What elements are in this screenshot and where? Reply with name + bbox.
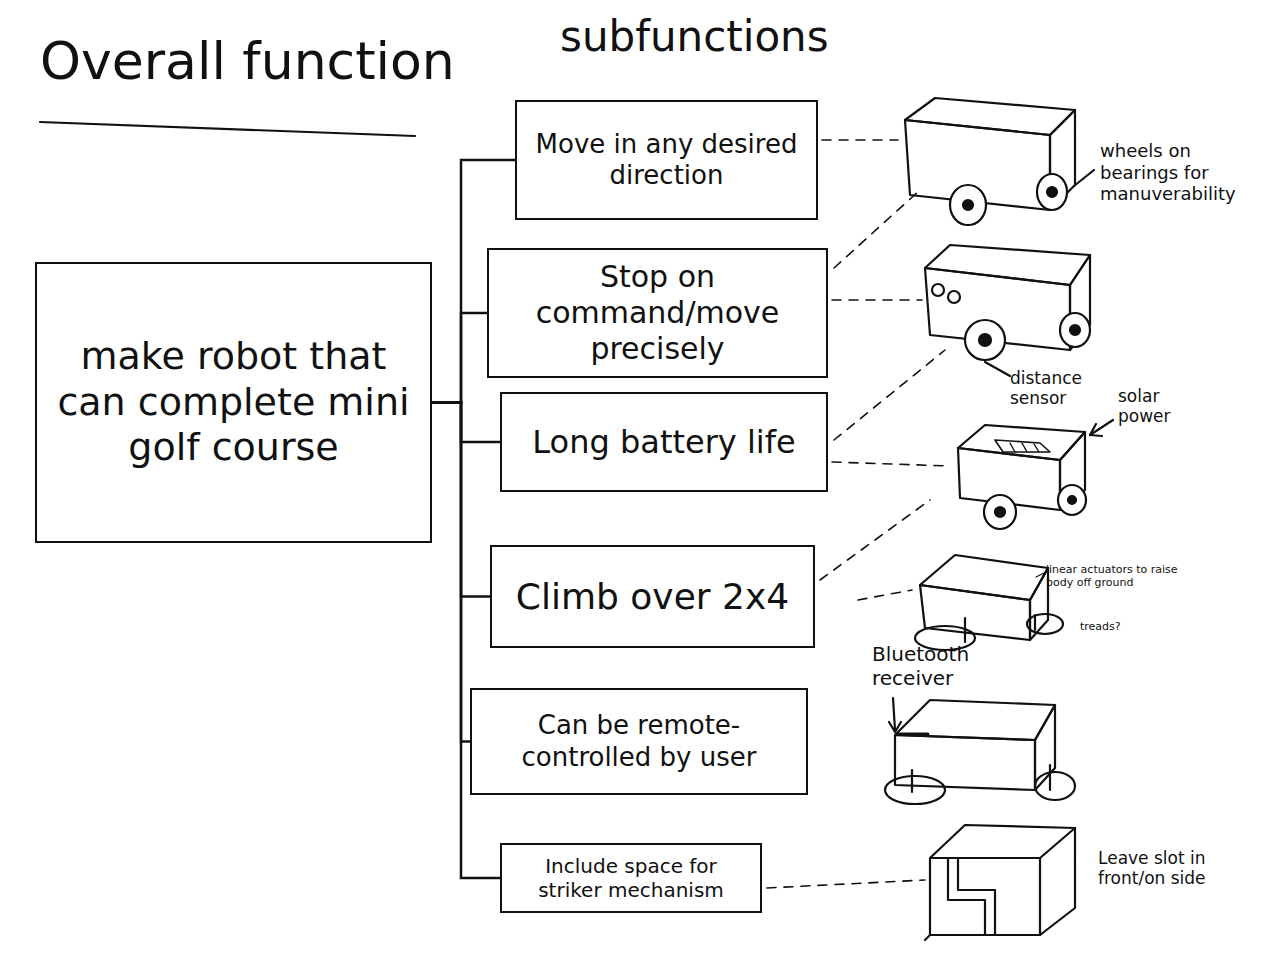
robot-sketch-sensor (925, 245, 1090, 376)
sketch-callout: Bluetooth receiver (872, 642, 984, 690)
function-text: Long battery life (532, 423, 795, 461)
subfunction-box: Move in any desired direction (515, 100, 818, 220)
function-text: Move in any desired direction (527, 129, 806, 191)
sketch-callout: Leave slot in front/on side (1098, 848, 1263, 889)
robot-sketch-bluetooth (885, 698, 1075, 804)
robot-sketch-slot (925, 825, 1075, 940)
column-heading: subfunctions (560, 12, 829, 62)
sketch-callout: solar power (1118, 386, 1193, 427)
column-heading: Overall function (40, 30, 455, 92)
function-text: Climb over 2x4 (516, 575, 789, 618)
function-text: make robot that can complete mini golf c… (47, 334, 420, 471)
branch-connector (432, 313, 487, 403)
subfunction-box: Include space for striker mechanism (500, 843, 762, 913)
function-text: Stop on command/move precisely (499, 259, 816, 367)
sketch-callout: linear actuators to raise body off groun… (1046, 563, 1196, 589)
sketch-callout: distance sensor (1010, 368, 1110, 409)
robot-sketch-actuators (915, 555, 1063, 650)
subfunction-box: Long battery life (500, 392, 828, 492)
sketch-callout: wheels on bearings for manuverability (1100, 140, 1260, 205)
subfunction-box: Can be remote-controlled by user (470, 688, 808, 795)
heading-underline (40, 122, 415, 136)
overall-function-box: make robot that can complete mini golf c… (35, 262, 432, 543)
function-text: Include space for striker mechanism (512, 854, 750, 902)
robot-sketch-wheels (905, 98, 1094, 225)
robot-sketch-solar (958, 420, 1113, 529)
sketch-callout: treads? (1080, 620, 1121, 633)
subfunction-box: Stop on command/move precisely (487, 248, 828, 378)
subfunction-box: Climb over 2x4 (490, 545, 815, 648)
branch-connector (432, 403, 500, 443)
branch-connector (432, 403, 470, 742)
function-text: Can be remote-controlled by user (482, 710, 796, 772)
